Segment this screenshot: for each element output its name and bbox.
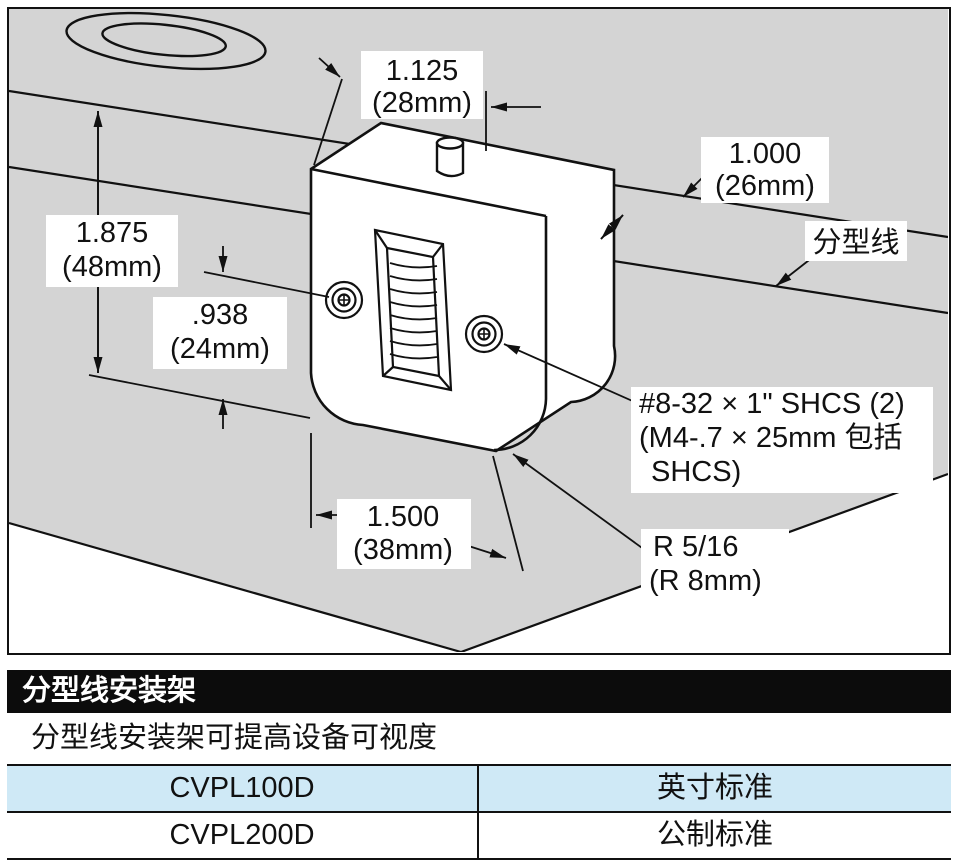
dim-top-width-in: 1.125	[386, 55, 459, 87]
model-cell: CVPL100D	[7, 766, 479, 811]
table-row: CVPL100D 英寸标准	[7, 766, 951, 813]
models-table: CVPL100D 英寸标准 CVPL200D 公制标准	[7, 764, 951, 860]
screw-right	[464, 314, 504, 354]
top-width-extension-left	[313, 78, 343, 166]
radius-leader	[512, 453, 650, 554]
dim-width-mm: (38mm)	[353, 534, 453, 566]
parting-line-label: 分型线	[812, 226, 899, 259]
thread-slot	[373, 228, 453, 392]
surface-bottom-edge	[9, 521, 462, 652]
table-row: CVPL200D 公制标准	[7, 813, 951, 860]
section-header: 分型线安装架	[7, 670, 951, 713]
screw-left	[324, 280, 364, 320]
standard-cell: 公制标准	[656, 819, 773, 851]
dim-screw-in: .938	[192, 299, 248, 331]
surface-boss-ellipse	[65, 11, 267, 71]
screw-spec-leader	[503, 343, 638, 404]
dim-thickness-in: 1.000	[729, 138, 802, 170]
technical-drawing: 1.125 (28mm) 1.000 (26mm) 1.875 (48mm) .…	[7, 7, 951, 655]
height-extension-line	[88, 374, 311, 419]
radius-spec-line1: R 5/16	[653, 531, 738, 563]
labels: 1.125 (28mm) 1.000 (26mm) 1.875 (48mm) .…	[62, 55, 905, 597]
block-front-right-edge	[493, 216, 548, 452]
screw-spec-line3: SHCS)	[651, 456, 741, 488]
dim-width-in: 1.500	[367, 501, 440, 533]
section-description: 分型线安装架可提高设备可视度	[31, 722, 438, 754]
radius-spec-line2: (R 8mm)	[649, 565, 762, 597]
thickness-arrow-down	[600, 214, 624, 240]
standard-cell: 英寸标准	[656, 772, 773, 804]
model-cell: CVPL200D	[7, 813, 479, 858]
dim-height-in: 1.875	[76, 217, 149, 249]
dim-thickness-mm: (26mm)	[715, 170, 815, 202]
screw-spec-line1: #8-32 × 1" SHCS (2)	[639, 388, 905, 420]
screw-extension-line	[203, 271, 330, 298]
screw-spec-line2: (M4-.7 × 25mm 包括	[639, 421, 902, 454]
block-front-top-edge	[310, 167, 547, 218]
section-header-label: 分型线安装架	[22, 675, 197, 707]
drawing-canvas: 1.125 (28mm) 1.000 (26mm) 1.875 (48mm) .…	[9, 9, 948, 652]
dim-screw-mm: (24mm)	[170, 333, 270, 365]
parting-line-leader	[775, 256, 814, 287]
thickness-leader	[682, 176, 704, 198]
dim-top-width-arrow-left	[318, 57, 341, 78]
label-backgrounds	[46, 51, 933, 603]
width-extension-right	[492, 455, 524, 572]
dim-height-mm: (48mm)	[62, 251, 162, 283]
mounting-block	[309, 121, 617, 453]
thread-lines	[389, 262, 438, 360]
dim-top-width-mm: (28mm)	[372, 87, 472, 119]
pin	[435, 136, 465, 178]
